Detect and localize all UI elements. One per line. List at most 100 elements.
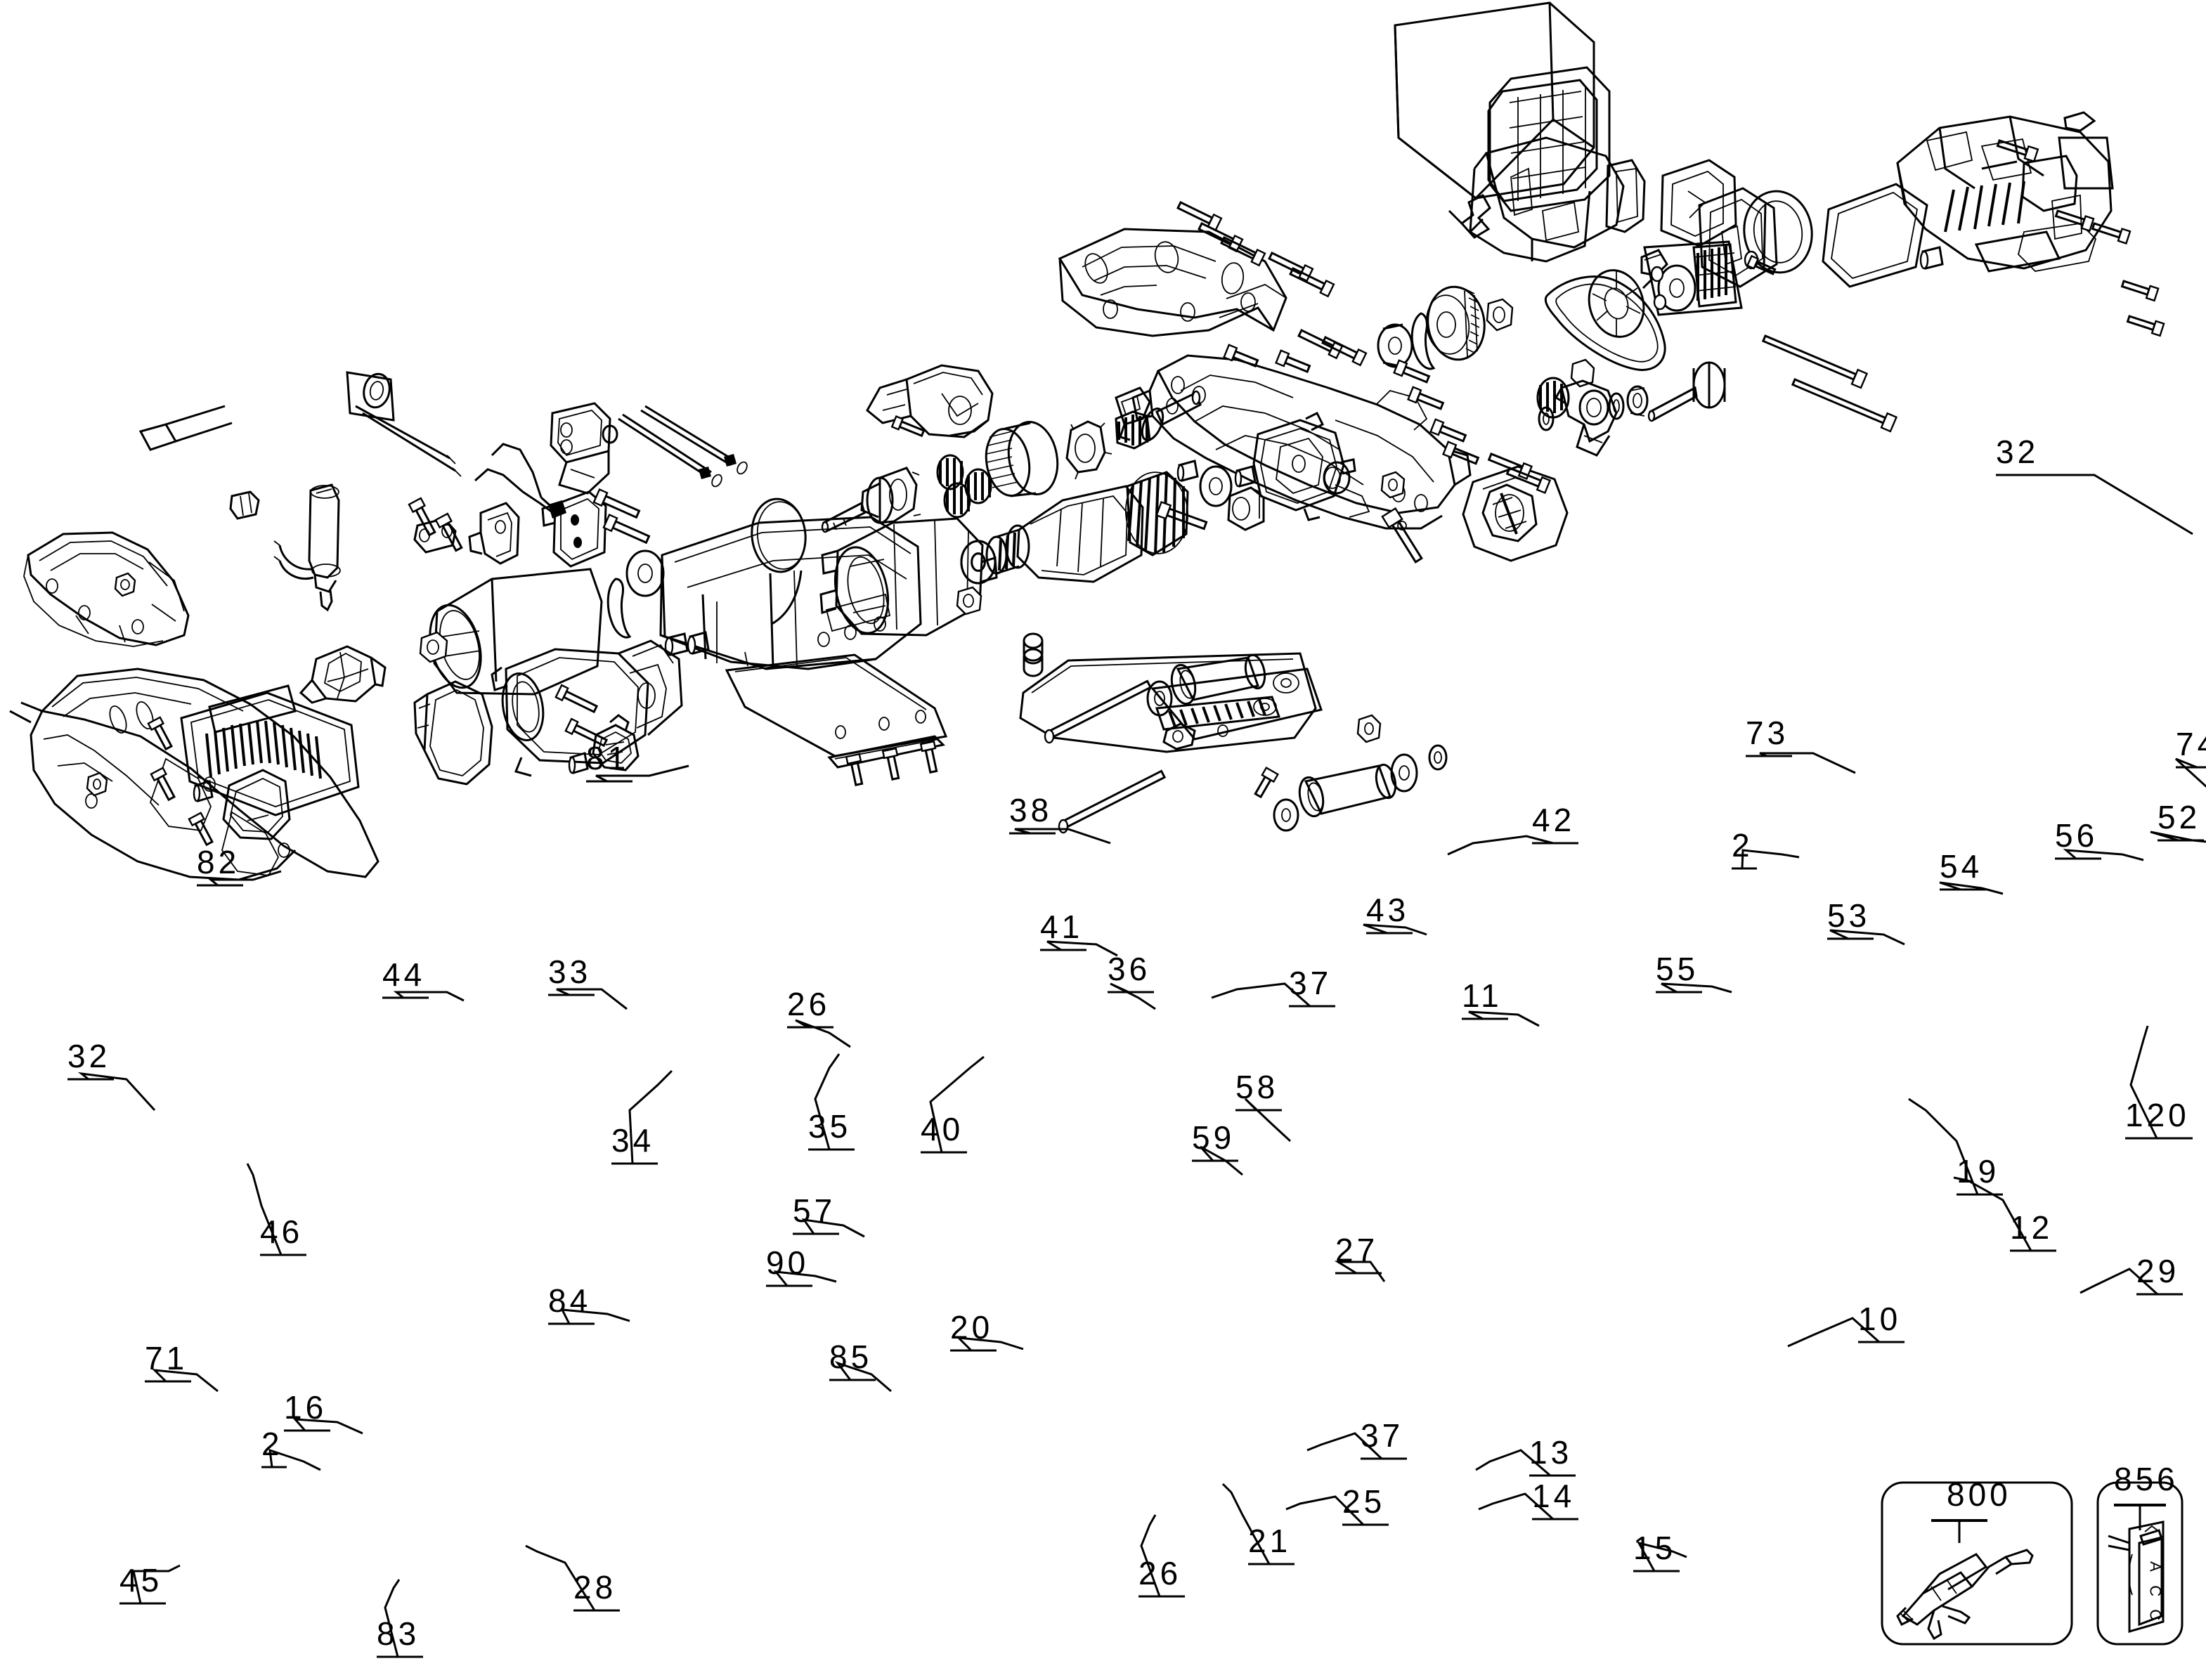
part-10-frame xyxy=(659,516,922,670)
callout-26: 26 xyxy=(1138,1555,1182,1591)
part-36-switch xyxy=(541,490,607,568)
part-90-nut xyxy=(419,631,448,663)
switch-label-acc-icon xyxy=(2108,1521,2165,1633)
part-23-pin-top xyxy=(1919,246,1944,270)
inset-856-box: A C C xyxy=(2096,1481,2184,1646)
part-56-plate xyxy=(1065,420,1112,480)
part-43-wire-b xyxy=(618,413,722,488)
callout-27: 27 xyxy=(1335,1232,1379,1268)
callout-120: 120 xyxy=(2125,1097,2190,1133)
part-4-bracket xyxy=(1554,379,1618,457)
callout-2: 2 xyxy=(1732,827,1753,864)
callout-19: 19 xyxy=(1957,1153,2000,1190)
callout-54: 54 xyxy=(1940,848,1983,885)
part-80-label xyxy=(1974,230,2061,273)
part-44-terminal xyxy=(229,490,260,520)
part-120-bearing-b xyxy=(960,540,997,585)
callout-59: 59 xyxy=(1192,1119,1235,1156)
callout-82: 82 xyxy=(197,844,240,880)
leader-lines xyxy=(67,474,2206,1658)
screw-2-trigger xyxy=(890,415,926,438)
part-76-knob-shaft xyxy=(1647,361,1726,422)
part-46-nut xyxy=(114,572,136,597)
part-8-bearing xyxy=(1626,385,1649,417)
callout-12: 12 xyxy=(2010,1209,2053,1246)
part-58-bushing xyxy=(1377,323,1413,368)
part-2-bolts-center xyxy=(1223,344,1480,465)
part-16-pad xyxy=(180,684,360,816)
callout-13: 13 xyxy=(1529,1434,1573,1471)
svg-text:A: A xyxy=(2146,1561,2165,1572)
part-63-shaft-a xyxy=(1044,679,1153,744)
callout-90: 90 xyxy=(766,1244,810,1281)
part-29-pins xyxy=(1023,632,1044,677)
callout-38: 38 xyxy=(1009,792,1053,828)
callout-37: 37 xyxy=(1289,965,1332,1001)
part-120-bearing-a xyxy=(1199,465,1233,507)
part-23-pin-mid xyxy=(1176,460,1257,488)
part-52-pinion-shaft xyxy=(1115,390,1202,450)
part-26-pin-bottom xyxy=(568,752,589,774)
part-32-gearcase-cover xyxy=(1058,228,1287,337)
inset-800-box xyxy=(1881,1481,2073,1646)
part-13-belt-plate xyxy=(725,653,948,757)
callout-26: 26 xyxy=(787,986,831,1022)
callout-35: 35 xyxy=(808,1108,852,1145)
part-19-field-can xyxy=(819,517,998,637)
callout-32: 32 xyxy=(1996,434,2039,470)
callout-21: 21 xyxy=(1248,1523,1292,1559)
part-30-bolts-right xyxy=(1487,452,1552,495)
part-77-motor-housing xyxy=(1896,115,2113,272)
part-85-gasket xyxy=(413,680,493,786)
part-61-washer xyxy=(1428,744,1448,771)
part-75-nut xyxy=(1380,471,1406,499)
callout-74: 74 xyxy=(2176,726,2206,762)
part-2-bolt-roller xyxy=(1254,766,1279,799)
part-62-roller-bottom xyxy=(1298,763,1397,818)
callout-85: 85 xyxy=(829,1339,873,1375)
part-27-pins xyxy=(664,631,710,656)
callout-28: 28 xyxy=(573,1569,617,1606)
callout-83: 83 xyxy=(377,1615,420,1652)
part-106-clip xyxy=(1448,194,1491,239)
part-15-screws xyxy=(845,740,938,786)
part-62-washer-small xyxy=(1273,798,1299,832)
callout-16: 16 xyxy=(284,1389,327,1426)
callout-20: 20 xyxy=(950,1309,994,1346)
part-104-dust-port xyxy=(1469,136,1646,263)
callout-56: 56 xyxy=(2055,817,2098,854)
callout-25: 25 xyxy=(1342,1483,1386,1520)
caulk-gun-icon xyxy=(1896,1549,2034,1641)
part-5-washer xyxy=(1538,406,1555,431)
part-72-long-bolts xyxy=(1761,334,1898,433)
part-25-21-clip xyxy=(592,714,640,771)
part-82-connector xyxy=(138,405,233,451)
part-51-nut xyxy=(1486,298,1514,332)
part-33-cord-guard xyxy=(308,483,341,612)
part-26-screws-left xyxy=(408,497,463,552)
part-62-roller-top xyxy=(1170,653,1266,705)
part-64-shroud xyxy=(1698,187,1813,288)
callout-41: 41 xyxy=(1040,909,1084,945)
callout-40: 40 xyxy=(921,1111,964,1147)
svg-text:C: C xyxy=(2146,1609,2165,1621)
part-83-pin xyxy=(193,780,214,802)
part-3-coupler xyxy=(1227,486,1265,531)
part-58-bushing-left xyxy=(625,549,665,597)
screw-group-2-top xyxy=(1996,139,2165,337)
part-65-nut xyxy=(1356,714,1382,743)
part-127-clip xyxy=(2063,111,2096,132)
part-34-cord-leads xyxy=(273,540,314,580)
part-59-ring-left xyxy=(606,578,632,639)
part-28-cover-bottom xyxy=(222,769,291,840)
part-50-pulley xyxy=(1425,285,1486,361)
callout-2: 2 xyxy=(261,1426,283,1462)
callout-15: 15 xyxy=(1633,1530,1677,1566)
part-pulley-wheel xyxy=(1588,269,1645,338)
callout-11: 11 xyxy=(1462,977,1503,1014)
callout-58: 58 xyxy=(1235,1069,1279,1105)
callout-73: 73 xyxy=(1746,715,1789,751)
part-11-o-ring xyxy=(751,497,807,573)
part-71-base-frame xyxy=(9,668,379,881)
